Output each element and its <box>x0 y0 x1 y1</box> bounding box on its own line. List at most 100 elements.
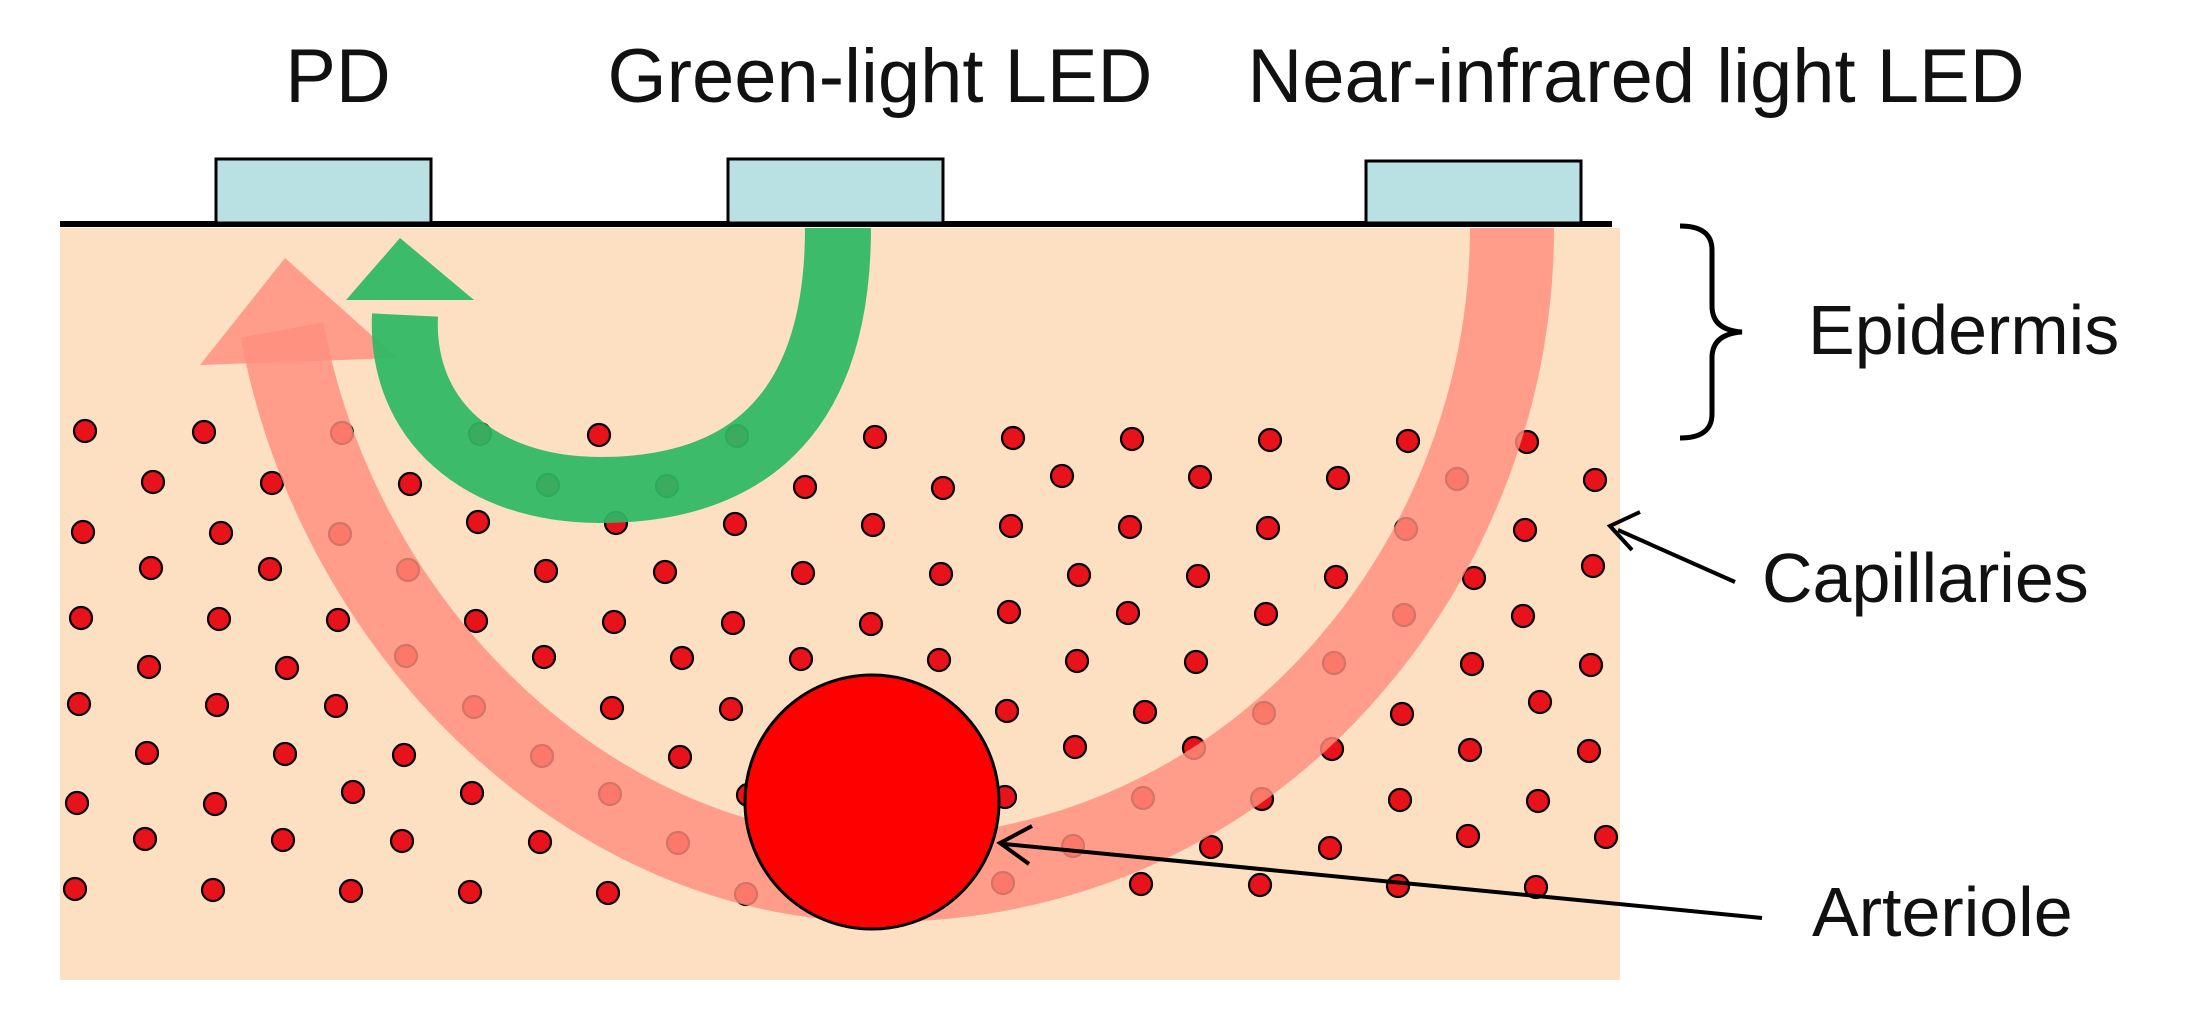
capillary-dot <box>599 695 625 721</box>
capillary-dot <box>862 424 888 450</box>
capillary-dot <box>208 520 234 546</box>
capillary-dot <box>1185 563 1211 589</box>
capillary-dot <box>1389 701 1415 727</box>
capillary-dot <box>1323 564 1349 590</box>
capillary-dot <box>652 559 678 585</box>
capillary-dot <box>667 744 693 770</box>
capillary-dot <box>270 827 296 853</box>
capillary-dot <box>391 742 417 768</box>
capillary-dot <box>1253 601 1279 627</box>
arteriole-vessel <box>743 673 1001 931</box>
capillary-dot <box>926 647 952 673</box>
capillary-dot <box>1457 737 1483 763</box>
capillary-dot <box>459 780 485 806</box>
pd-label: PD <box>285 34 391 119</box>
capillary-dot <box>1527 689 1553 715</box>
capillary-dot <box>792 474 818 500</box>
capillary-dot <box>1049 463 1075 489</box>
capillary-dot <box>140 469 166 495</box>
arteriole-pointer-line <box>1003 842 1763 920</box>
capillary-dot <box>259 470 285 496</box>
capillary-dot <box>533 558 559 584</box>
capillary-dot <box>136 654 162 680</box>
capillaries-pointer-line <box>1617 528 1736 584</box>
capillary-dot <box>62 876 88 902</box>
capillary-dot <box>389 828 415 854</box>
nir-led-label: Near-infrared light LED <box>1247 34 2024 119</box>
capillary-dot <box>1317 835 1343 861</box>
capillary-dot <box>1187 464 1213 490</box>
capillary-dot <box>1510 603 1536 629</box>
green-led-label: Green-light LED <box>608 34 1153 119</box>
arteriole-label: Arteriole <box>1812 873 2073 951</box>
capillary-dot <box>998 513 1024 539</box>
capillary-dot <box>72 418 98 444</box>
capillary-dot <box>1247 872 1273 898</box>
capillary-dot <box>718 696 744 722</box>
capillary-dot <box>1183 649 1209 675</box>
capillary-dot <box>860 512 886 538</box>
capillary-dot <box>1062 734 1088 760</box>
capillary-dot <box>1000 425 1026 451</box>
capillaries-pointer-arrowhead <box>1606 510 1641 552</box>
capillary-dot <box>1593 824 1619 850</box>
capillary-dot <box>206 606 232 632</box>
capillary-dot <box>204 692 230 718</box>
capillary-dot <box>790 560 816 586</box>
capillary-dot <box>1455 823 1481 849</box>
capillary-dot <box>272 741 298 767</box>
green-arrowhead <box>346 238 474 300</box>
capillary-dot <box>1117 514 1143 540</box>
capillary-dot <box>1523 874 1549 900</box>
capillary-dot <box>1257 427 1283 453</box>
capillary-dot <box>1525 788 1551 814</box>
capillary-dot <box>1255 515 1281 541</box>
capillary-dot <box>858 611 884 637</box>
capillary-dot <box>66 691 92 717</box>
capillary-dot <box>138 555 164 581</box>
capillary-dot <box>465 509 491 535</box>
capillary-dot <box>1066 562 1092 588</box>
capillary-dot <box>340 779 366 805</box>
nir-arrowhead <box>200 258 397 365</box>
capillary-dot <box>1132 699 1158 725</box>
capillary-dot <box>132 826 158 852</box>
capillary-dot <box>457 879 483 905</box>
capillary-dot <box>397 471 423 497</box>
capillary-dot <box>788 646 814 672</box>
capillary-dot <box>134 740 160 766</box>
capillary-dot <box>928 561 954 587</box>
green-light-arc <box>371 227 871 524</box>
green-led-sensor <box>726 157 945 225</box>
capillary-dot <box>1578 652 1604 678</box>
capillary-dot <box>720 610 746 636</box>
capillary-dot <box>527 829 553 855</box>
capillary-dot <box>531 644 557 670</box>
capillary-dot <box>64 790 90 816</box>
capillary-dot <box>463 608 489 634</box>
capillary-dot <box>595 880 621 906</box>
capillary-dot <box>1325 465 1351 491</box>
capillary-dot <box>1119 426 1145 452</box>
capillary-dot <box>200 877 226 903</box>
capillary-dot <box>1387 787 1413 813</box>
capillary-dot <box>1385 873 1411 899</box>
capillary-dot <box>257 556 283 582</box>
capillary-dot <box>1115 600 1141 626</box>
epidermis-label: Epidermis <box>1808 291 2119 369</box>
green-light-path <box>346 227 871 524</box>
nir-led-sensor <box>1364 159 1583 225</box>
capillary-dot <box>191 419 217 445</box>
capillary-dot <box>338 878 364 904</box>
capillary-dot <box>323 693 349 719</box>
capillary-dot <box>1580 553 1606 579</box>
capillary-dot <box>601 609 627 635</box>
capillary-dot <box>669 645 695 671</box>
pd-sensor <box>214 157 433 225</box>
capillary-dot <box>202 791 228 817</box>
capillary-dot <box>274 655 300 681</box>
capillary-dot <box>1395 428 1421 454</box>
capillary-dot <box>1459 651 1485 677</box>
capillary-dot <box>1582 467 1608 493</box>
capillary-dot <box>1576 738 1602 764</box>
